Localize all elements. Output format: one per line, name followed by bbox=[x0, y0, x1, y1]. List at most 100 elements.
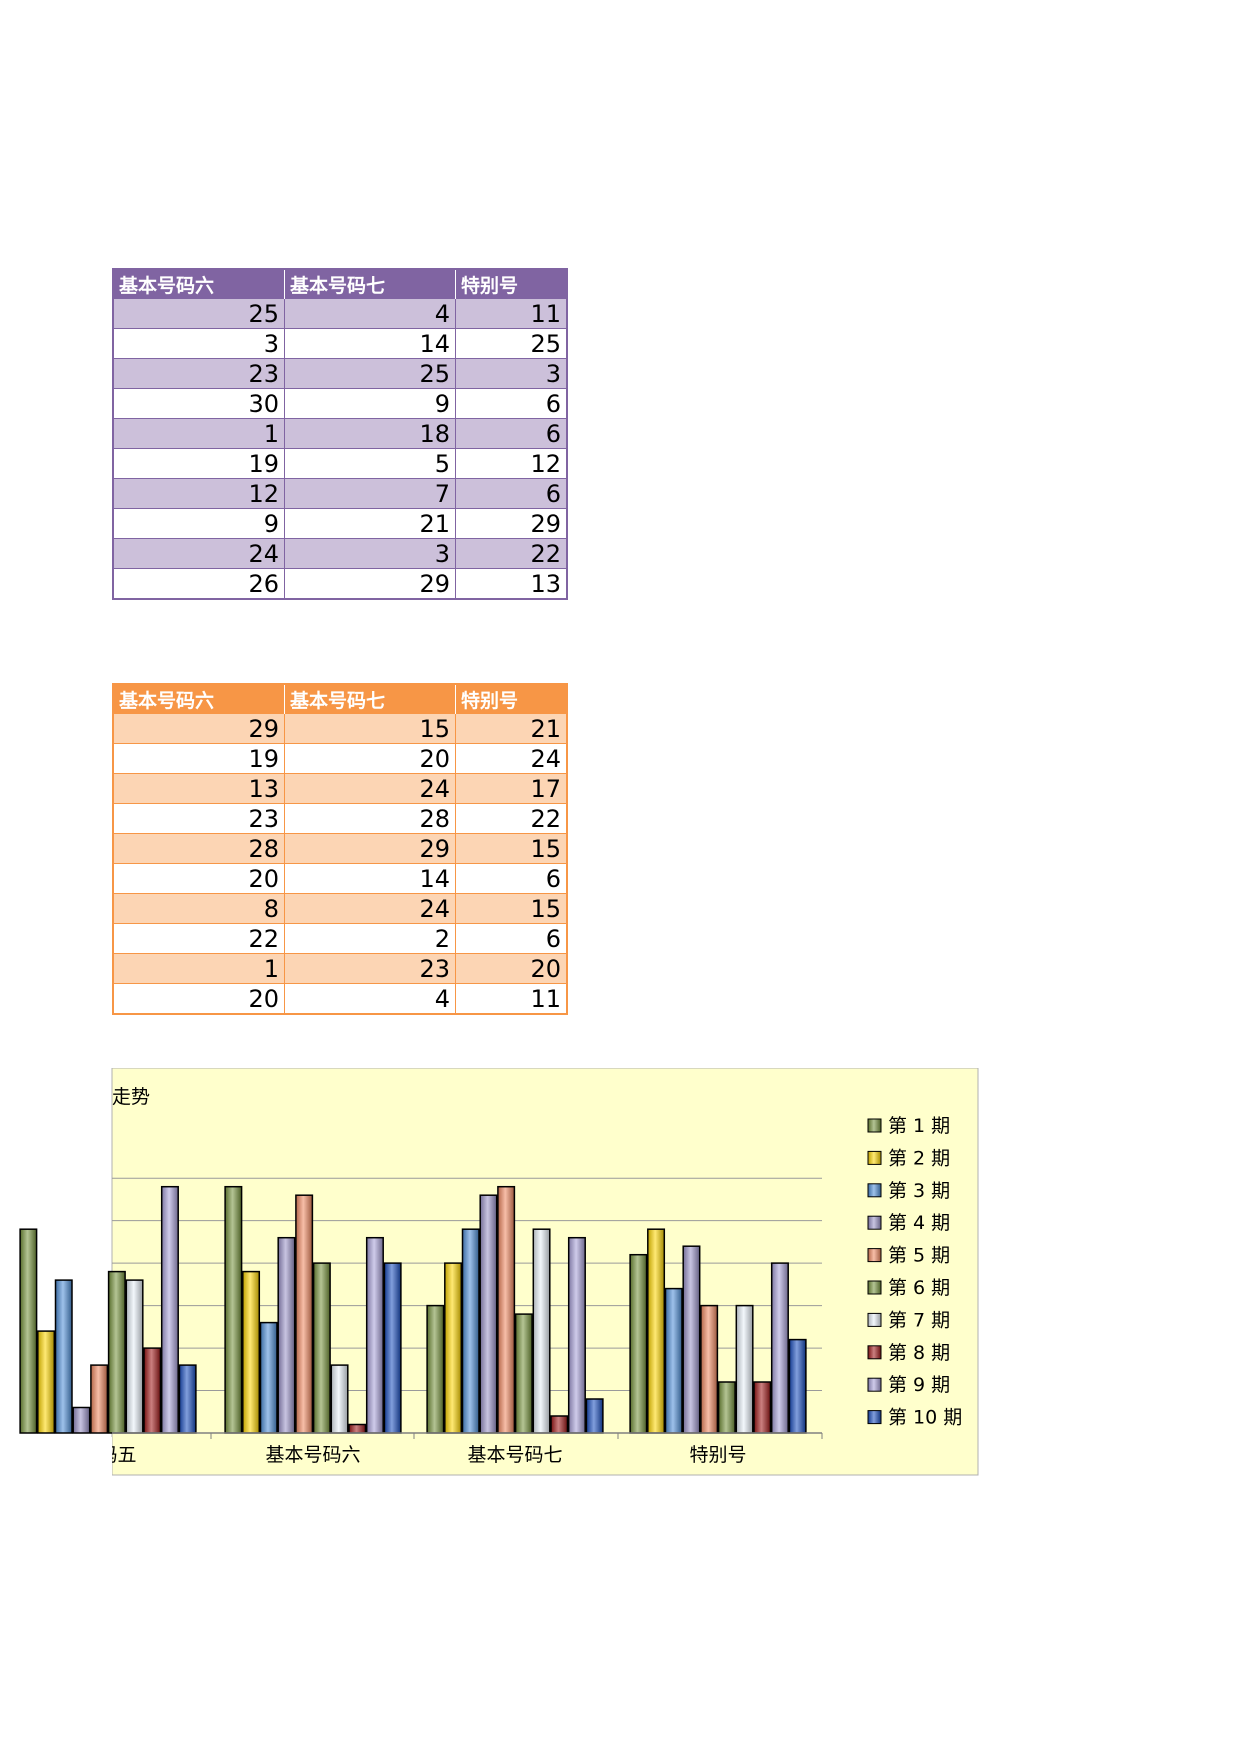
bar bbox=[160, 1185, 179, 1434]
table-cell: 22 bbox=[455, 538, 568, 569]
table-cell: 12 bbox=[455, 448, 568, 479]
table-cell: 9 bbox=[112, 508, 285, 539]
table-cell: 26 bbox=[112, 568, 285, 600]
bar bbox=[426, 1304, 445, 1434]
table-cell: 1 bbox=[112, 953, 285, 984]
table-cell: 22 bbox=[455, 803, 568, 834]
bar bbox=[514, 1313, 533, 1434]
table-cell: 28 bbox=[112, 833, 285, 864]
table-cell: 3 bbox=[284, 538, 456, 569]
bar bbox=[37, 1330, 56, 1434]
table-cell: 13 bbox=[455, 568, 568, 600]
table-cell: 15 bbox=[284, 713, 456, 744]
table-header-row: 基本号码六 基本号码七 特别号 bbox=[113, 269, 568, 299]
table-cell: 3 bbox=[455, 358, 568, 389]
legend-swatch bbox=[867, 1312, 882, 1327]
bar bbox=[497, 1185, 516, 1434]
category-label: 基本号码七 bbox=[467, 1444, 562, 1466]
table-cell: 25 bbox=[455, 328, 568, 359]
legend-label: 第 6 期 bbox=[888, 1277, 950, 1299]
legend-swatch bbox=[867, 1377, 882, 1392]
legend-swatch bbox=[867, 1248, 882, 1263]
bar bbox=[770, 1262, 789, 1434]
column-header: 特别号 bbox=[455, 269, 568, 299]
table-cell: 14 bbox=[284, 328, 456, 359]
table-cell: 24 bbox=[112, 538, 285, 569]
bar bbox=[700, 1304, 719, 1434]
table-cell: 29 bbox=[284, 568, 456, 600]
table-cell: 15 bbox=[455, 833, 568, 864]
table-cell: 25 bbox=[112, 298, 285, 329]
chart-title: 走势 bbox=[112, 1086, 150, 1108]
column-header: 基本号码六 bbox=[113, 684, 285, 714]
category-label: 基本号码六 bbox=[265, 1444, 360, 1466]
table-cell: 20 bbox=[284, 743, 456, 774]
table-cell: 19 bbox=[112, 743, 285, 774]
legend-label: 第 7 期 bbox=[888, 1309, 950, 1331]
legend-label: 第 9 期 bbox=[888, 1374, 950, 1396]
bar bbox=[444, 1262, 463, 1434]
category-label: 特别号 bbox=[689, 1444, 746, 1466]
bar bbox=[54, 1279, 73, 1434]
table-cell: 23 bbox=[112, 358, 285, 389]
table-cell: 28 bbox=[284, 803, 456, 834]
table-cell: 6 bbox=[455, 478, 568, 509]
legend-swatch bbox=[867, 1410, 882, 1425]
bar bbox=[224, 1185, 243, 1434]
table-cell: 21 bbox=[455, 713, 568, 744]
bar bbox=[717, 1381, 736, 1434]
table-cell: 6 bbox=[455, 923, 568, 954]
table-cell: 6 bbox=[455, 418, 568, 449]
legend-label: 第 5 期 bbox=[888, 1245, 950, 1267]
table-cell: 4 bbox=[284, 983, 456, 1015]
bar bbox=[629, 1253, 648, 1434]
bar bbox=[90, 1364, 109, 1434]
legend-swatch bbox=[867, 1345, 882, 1360]
table-cell: 9 bbox=[284, 388, 456, 419]
bar bbox=[664, 1287, 683, 1434]
column-header: 基本号码七 bbox=[284, 684, 456, 714]
bar bbox=[19, 1228, 38, 1434]
table-cell: 4 bbox=[284, 298, 456, 329]
bar bbox=[365, 1236, 384, 1434]
table-cell: 7 bbox=[284, 478, 456, 509]
bar bbox=[143, 1347, 162, 1434]
bars bbox=[19, 1185, 807, 1434]
legend-swatch bbox=[867, 1215, 882, 1230]
legend-label: 第 1 期 bbox=[888, 1115, 950, 1137]
table-cell: 30 bbox=[112, 388, 285, 419]
bar bbox=[107, 1270, 126, 1434]
table-cell: 20 bbox=[455, 953, 568, 984]
legend-swatch bbox=[867, 1280, 882, 1295]
table-cell: 18 bbox=[284, 418, 456, 449]
table-cell: 25 bbox=[284, 358, 456, 389]
label-clip-mask bbox=[0, 1437, 112, 1488]
table-cell: 8 bbox=[112, 893, 285, 924]
table-cell: 1 bbox=[112, 418, 285, 449]
table-cell: 3 bbox=[112, 328, 285, 359]
table-cell: 11 bbox=[455, 298, 568, 329]
table-cell: 24 bbox=[284, 893, 456, 924]
column-header: 特别号 bbox=[455, 684, 568, 714]
table-cell: 24 bbox=[455, 743, 568, 774]
table-cell: 23 bbox=[284, 953, 456, 984]
legend-label: 第 8 期 bbox=[888, 1342, 950, 1364]
table-cell: 20 bbox=[112, 863, 285, 894]
bar bbox=[788, 1338, 807, 1434]
bar bbox=[242, 1270, 261, 1434]
table-cell: 15 bbox=[455, 893, 568, 924]
bar bbox=[550, 1415, 569, 1434]
